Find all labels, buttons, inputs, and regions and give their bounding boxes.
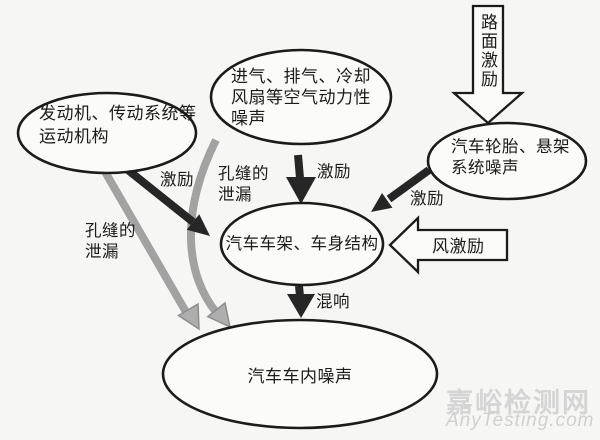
node-tire-suspension xyxy=(426,121,588,201)
arrow-wind-excitation xyxy=(388,215,509,275)
arrow-road-excitation xyxy=(450,4,526,125)
label-road-excitation: 路面激励 xyxy=(478,13,497,89)
arrow-aero-excitation xyxy=(286,154,316,204)
label-engine-leakage: 孔缝的 泄漏 xyxy=(85,222,136,261)
arrow-engine-leakage xyxy=(100,167,200,331)
node-label-engine-system: 发动机、传动系统等 运动机构 xyxy=(39,104,197,146)
label-aero-leakage: 孔缝的 泄漏 xyxy=(218,165,269,204)
node-interior-noise xyxy=(161,318,439,430)
node-label-aerodynamic-noise: 进气、排气、冷却 风扇等空气动力性 噪声 xyxy=(231,67,371,128)
label-wind-excitation: 风激励 xyxy=(432,237,485,256)
node-body-structure xyxy=(219,201,385,287)
label-reverberation: 混响 xyxy=(316,293,350,311)
label-tire-excitation: 激励 xyxy=(410,190,444,208)
node-aerodynamic-noise xyxy=(209,48,393,146)
watermark-site-url: AnyTesting.com xyxy=(446,410,595,431)
node-label-body-structure: 汽车车架、车身结构 xyxy=(225,235,379,253)
node-label-interior-noise: 汽车车内噪声 xyxy=(247,367,353,386)
arrow-engine-excitation xyxy=(125,166,210,236)
arrow-aero-leakage xyxy=(186,138,232,329)
arrow-tire-excitation xyxy=(371,166,432,212)
label-engine-excitation: 激励 xyxy=(160,171,194,189)
arrow-reverberation xyxy=(287,285,315,318)
node-label-tire-suspension: 汽车轮胎、悬架 系统噪声 xyxy=(451,138,570,177)
node-engine-system xyxy=(16,91,198,175)
watermark-site-name: 嘉峪检测网 xyxy=(446,388,591,418)
label-aero-excitation: 激励 xyxy=(317,163,351,181)
